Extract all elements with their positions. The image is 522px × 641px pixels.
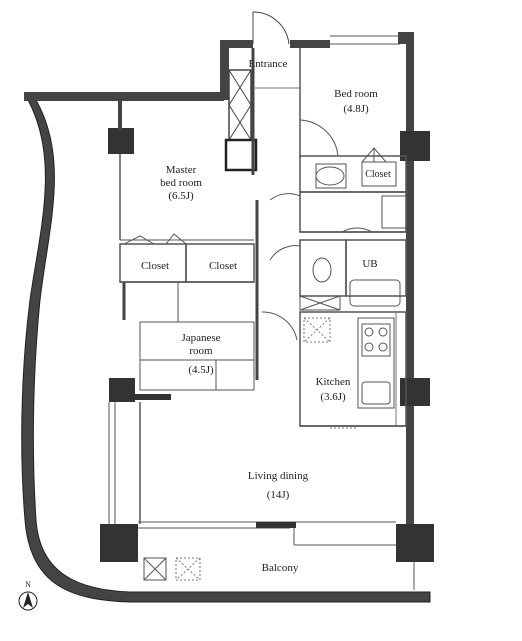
curved-outer-wall xyxy=(21,99,431,603)
kitchen-label: Kitchen (3.6J) xyxy=(315,376,351,403)
column xyxy=(400,378,430,406)
unit-bath-label: UB xyxy=(362,258,378,270)
living-dining-label: Living dining (14J) xyxy=(247,470,309,501)
japanese-room-label: Japanese room (4.5J) xyxy=(181,332,221,376)
wall xyxy=(24,92,224,101)
bedroom-label: Bed room (4.8J) xyxy=(334,88,378,115)
balcony-label: Balcony xyxy=(261,562,299,574)
closet-left-b-label: Closet xyxy=(208,260,238,272)
column xyxy=(100,524,138,562)
compass-label: N xyxy=(25,580,31,589)
entrance-label: Entrance xyxy=(248,58,288,70)
master-bedroom-label: Master bed room (6.5J) xyxy=(160,164,202,202)
column xyxy=(396,524,434,562)
wall xyxy=(290,40,330,48)
column xyxy=(109,378,135,402)
closet-right-label: Closet xyxy=(365,169,391,180)
wall xyxy=(406,40,414,550)
closet-left-a-label: Closet xyxy=(140,260,170,272)
wall xyxy=(220,40,229,100)
column xyxy=(108,128,134,154)
compass-icon xyxy=(18,591,38,611)
wall xyxy=(220,40,253,48)
